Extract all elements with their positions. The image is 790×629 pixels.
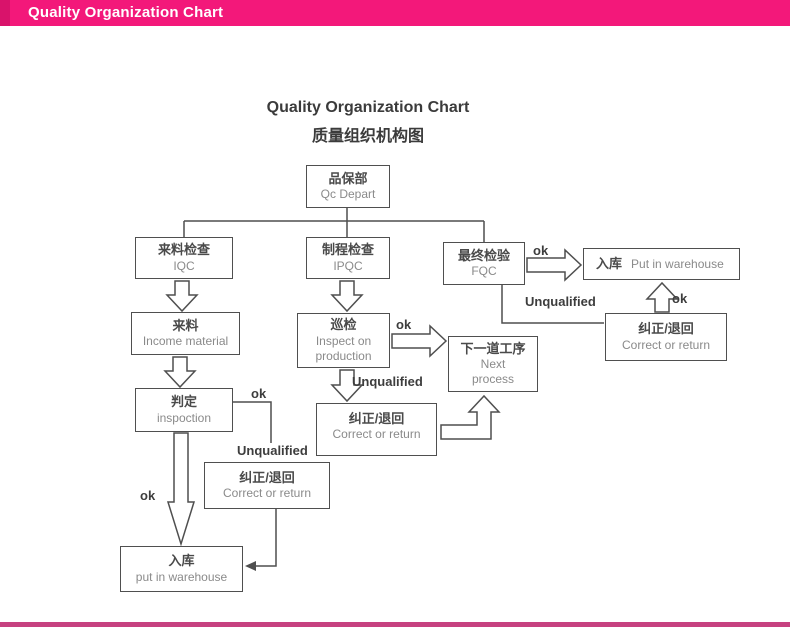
node-inspoction-zh: 判定 — [170, 394, 197, 410]
node-warehouse-right-zh: 入库 — [596, 255, 623, 271]
node-fqc: 最终检验 FQC — [443, 242, 525, 285]
edge-label-ok-to-warehouse: ok — [140, 488, 156, 503]
node-correct-center: 纠正/退回 Correct or return — [316, 403, 437, 456]
node-warehouse-left: 入库 put in warehouse — [120, 546, 243, 592]
node-income-material: 来料 Income material — [131, 312, 240, 355]
node-fqc-zh: 最终检验 — [457, 247, 510, 263]
node-next-process-en: Next process — [471, 357, 515, 387]
node-ipqc-en: IPQC — [333, 258, 363, 273]
node-qc-depart: 品保部 Qc Depart — [306, 165, 390, 208]
node-fqc-en: FQC — [471, 264, 497, 279]
node-patrol-zh: 巡检 — [330, 317, 357, 333]
arrow-ipqc-to-patrol — [330, 280, 364, 313]
node-iqc-zh: 来料检查 — [157, 242, 210, 258]
edge-label-ok-patrol: ok — [396, 317, 412, 332]
node-income-material-zh: 来料 — [172, 317, 199, 333]
edge-label-ok-inspoction: ok — [251, 386, 267, 401]
node-inspoction-en: inspoction — [156, 410, 212, 425]
node-patrol: 巡检 Inspect on production — [297, 313, 390, 368]
bottom-bar — [0, 622, 790, 627]
connector-correct-left-to-warehouse-left — [251, 509, 277, 567]
node-warehouse-left-zh: 入库 — [168, 553, 195, 569]
node-correct-left-en: Correct or return — [222, 486, 312, 501]
node-correct-left-zh: 纠正/退回 — [239, 469, 295, 485]
banner-title: Quality Organization Chart — [28, 4, 224, 21]
edge-label-unqualified-inspoction: Unqualified — [237, 443, 308, 458]
node-income-material-en: Income material — [142, 334, 229, 349]
arrow-patrol-to-correct-center — [330, 369, 364, 403]
connector-qc-to-branches — [183, 208, 485, 242]
node-ipqc: 制程检查 IPQC — [306, 237, 390, 279]
edge-label-ok-fqc: ok — [533, 243, 549, 258]
arrow-correct-center-to-next-process — [440, 394, 501, 440]
node-qc-depart-zh: 品保部 — [328, 170, 368, 186]
chart-title-zh: 质量组织机构图 — [311, 128, 424, 145]
arrowhead-into-warehouse-left — [245, 561, 256, 571]
connector-fqc-to-correct-right — [501, 285, 604, 324]
node-warehouse-right: 入库 Put in warehouse — [583, 248, 740, 280]
node-ipqc-zh: 制程检查 — [321, 242, 374, 258]
node-qc-depart-en: Qc Depart — [320, 187, 376, 202]
header-banner: Quality Organization Chart — [0, 0, 790, 26]
arrow-patrol-to-next-process — [391, 324, 448, 358]
arrow-iqc-to-income — [165, 280, 199, 313]
node-next-process-zh: 下一道工序 — [460, 340, 526, 356]
node-patrol-en: Inspect on production — [315, 333, 372, 363]
node-correct-right-zh: 纠正/退回 — [638, 321, 694, 337]
edge-label-ok-correct-right: ok — [672, 291, 688, 306]
node-iqc: 来料检查 IQC — [135, 237, 233, 279]
arrow-correct-right-to-warehouse-right — [645, 281, 679, 313]
chart-title-block: Quality Organization Chart 质量组织机构图 — [228, 99, 508, 146]
edge-label-unqualified-patrol: Unqualified — [352, 374, 423, 389]
node-correct-left: 纠正/退回 Correct or return — [204, 462, 330, 509]
arrow-income-to-inspoction — [163, 356, 197, 389]
banner-left-edge — [0, 0, 10, 26]
chart-title-en: Quality Organization Chart — [266, 99, 470, 116]
arrow-inspoction-to-warehouse-left — [166, 432, 196, 547]
node-warehouse-left-en: put in warehouse — [135, 569, 228, 584]
arrow-fqc-to-warehouse-right — [526, 248, 583, 282]
node-iqc-en: IQC — [173, 258, 195, 273]
node-correct-right: 纠正/退回 Correct or return — [605, 313, 727, 361]
node-warehouse-right-en: Put in warehouse — [631, 256, 724, 271]
node-inspoction: 判定 inspoction — [135, 388, 233, 432]
node-correct-center-zh: 纠正/退回 — [348, 411, 405, 426]
edge-label-unqualified-fqc: Unqualified — [525, 294, 596, 309]
connector-inspoction-to-correct-left — [233, 401, 272, 443]
node-next-process: 下一道工序 Next process — [448, 336, 538, 392]
node-correct-right-en: Correct or return — [621, 337, 711, 352]
node-correct-center-en: Correct or return — [332, 427, 421, 442]
